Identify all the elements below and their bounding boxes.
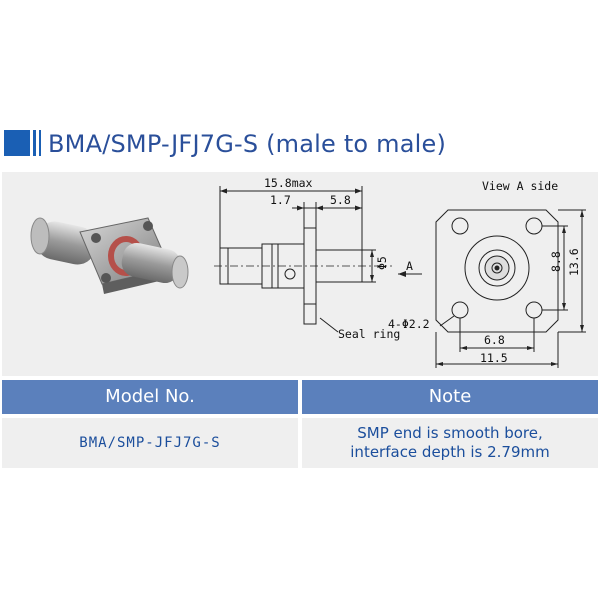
- accent-block: [4, 130, 30, 156]
- note-line-2: interface depth is 2.79mm: [350, 443, 550, 461]
- dim-overall: 15.8max: [264, 176, 313, 190]
- spec-table: Model No. Note BMA/SMP-JFJ7G-S SMP end i…: [2, 380, 598, 468]
- seal-ring-label: Seal ring: [338, 327, 400, 341]
- dim-left: 1.7: [270, 193, 291, 207]
- technical-drawing: 15.8max 1.7 5.8 Φ5 A Seal ring: [30, 176, 586, 368]
- header-note: Note: [302, 380, 598, 414]
- dim-diameter: Φ5: [375, 256, 389, 270]
- accent-bar-thin: [39, 130, 41, 156]
- dim-11-5: 11.5: [480, 351, 508, 365]
- header-model: Model No.: [2, 380, 298, 414]
- side-view: [214, 186, 422, 333]
- hole-label: 4-Φ2.2: [388, 317, 430, 331]
- page-title: BMA/SMP-JFJ7G-S (male to male): [48, 130, 447, 158]
- cell-note: SMP end is smooth bore, interface depth …: [302, 418, 598, 468]
- view-a-marker: A: [406, 259, 413, 273]
- dim-6-8: 6.8: [484, 333, 505, 347]
- drawing-panel: 15.8max 1.7 5.8 Φ5 A Seal ring: [2, 172, 598, 376]
- model-number: BMA/SMP-JFJ7G-S: [79, 435, 221, 451]
- view-a-label: View A side: [482, 179, 558, 193]
- accent-bar: [33, 130, 36, 156]
- connector-photo: [30, 217, 189, 294]
- title-row: BMA/SMP-JFJ7G-S (male to male): [4, 128, 596, 160]
- dim-13-6: 13.6: [567, 248, 581, 276]
- note-line-1: SMP end is smooth bore,: [357, 424, 543, 442]
- end-view: [435, 209, 586, 368]
- title-accent-bars: [4, 130, 44, 156]
- dim-8-8: 8.8: [549, 251, 563, 272]
- cell-model: BMA/SMP-JFJ7G-S: [2, 418, 298, 468]
- dim-right: 5.8: [330, 193, 351, 207]
